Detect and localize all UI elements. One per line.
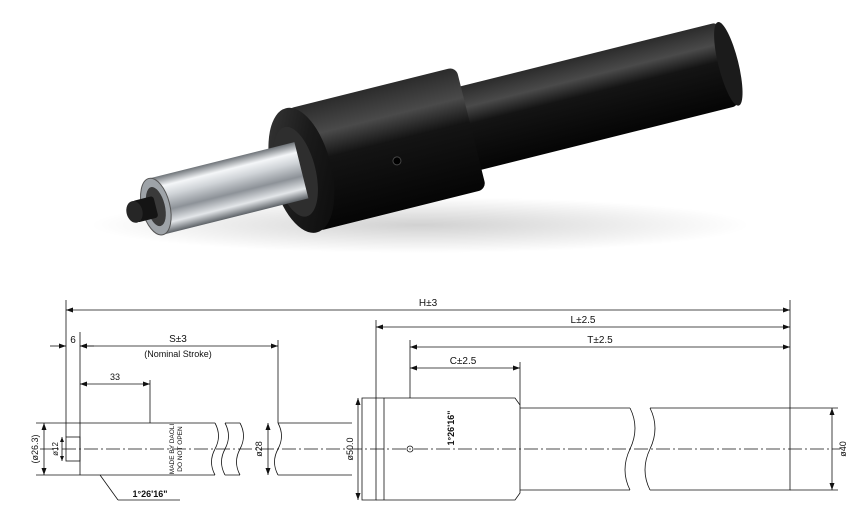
arrowheads (41, 307, 835, 500)
dim-text-6: 6 (70, 335, 76, 346)
engraving-line2: DO NOT OPEN (177, 426, 184, 472)
tube-end (714, 22, 743, 106)
dim-text-stroke-note: (Nominal Stroke) (144, 349, 212, 359)
dim-text-t: T±2.5 (587, 335, 613, 346)
dim-text-taper-bottom: 1°26'16" (132, 489, 167, 499)
dim-text-d26: (ø26.3) (30, 434, 40, 463)
pin-outline (65, 436, 81, 462)
dim-text-d50: ø50.0 (345, 437, 355, 460)
rod-break-2 (221, 422, 229, 476)
body-hole-mark (406, 445, 414, 453)
gas-spring-photo (90, 22, 750, 253)
rod-break-3 (236, 422, 244, 476)
rod-break-1 (211, 422, 219, 476)
tube-right-outline (650, 407, 791, 491)
rod-left-outline (79, 422, 215, 476)
dim-text-d12: ø12 (51, 442, 60, 456)
dim-text-d40: ø40 (838, 441, 848, 457)
taper-leader (99, 474, 119, 501)
dim-text-l: L±2.5 (571, 315, 596, 326)
dim-text-c: C±2.5 (450, 356, 477, 367)
engraving: MADE BY DAOLI DO NOT OPEN (169, 424, 184, 475)
collar-outline (361, 397, 377, 501)
rod-break-4 (274, 422, 282, 476)
dim-text-d28: ø28 (254, 441, 264, 457)
release-pin-tip (126, 201, 143, 223)
chrome-rod (148, 142, 309, 235)
body-hole (392, 156, 402, 166)
rod-mid-outline (225, 422, 240, 476)
tube-break-2 (644, 407, 656, 491)
dim-text-taper-top: 1°26'16" (446, 410, 456, 445)
tube-left-outline (520, 407, 630, 491)
cylinder-group (126, 22, 743, 236)
outer-tube (428, 23, 738, 177)
main-body (287, 68, 485, 230)
tube-break-1 (624, 407, 636, 491)
engraving-line1: MADE BY DAOLI (169, 424, 176, 475)
dim-text-33: 33 (110, 372, 120, 382)
dim-text-s: S±3 (169, 334, 187, 345)
dim-text-h: H±3 (419, 298, 438, 309)
body-outline (376, 397, 521, 501)
rod-right-outline (278, 422, 352, 476)
